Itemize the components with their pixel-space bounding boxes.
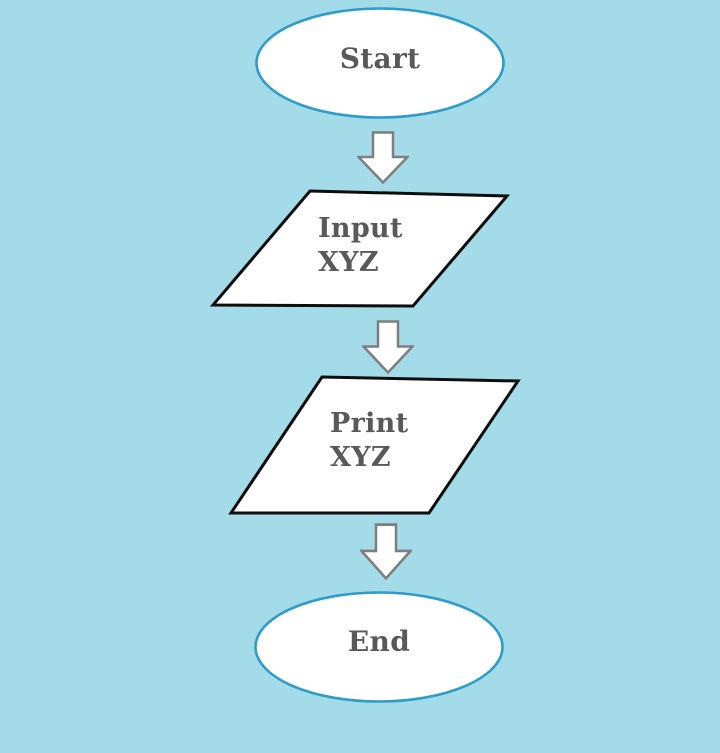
input-label-line2: XYZ <box>318 247 379 278</box>
print-parallelogram <box>228 375 521 515</box>
start-ellipse <box>255 7 505 119</box>
end-terminator-shape <box>254 591 504 703</box>
end-ellipse <box>254 591 504 703</box>
start-label: Start <box>339 41 421 75</box>
down-block-arrow-icon <box>362 320 414 374</box>
print-label: Print XYZ <box>330 407 408 475</box>
input-io-shape <box>209 189 511 308</box>
print-io-shape <box>228 375 521 515</box>
input-label-line1: Input <box>318 213 403 244</box>
print-label-line1: Print <box>330 408 409 439</box>
input-label: Input XYZ <box>318 212 403 280</box>
start-terminator-shape <box>255 7 505 119</box>
connector-arrow-1 <box>357 131 409 184</box>
down-block-arrow-icon <box>360 523 412 580</box>
input-parallelogram <box>209 189 511 308</box>
down-block-arrow-icon <box>357 131 409 184</box>
connector-arrow-3 <box>360 523 412 580</box>
connector-arrow-2 <box>362 320 414 374</box>
print-label-line2: XYZ <box>330 442 391 473</box>
end-label: End <box>347 624 411 658</box>
